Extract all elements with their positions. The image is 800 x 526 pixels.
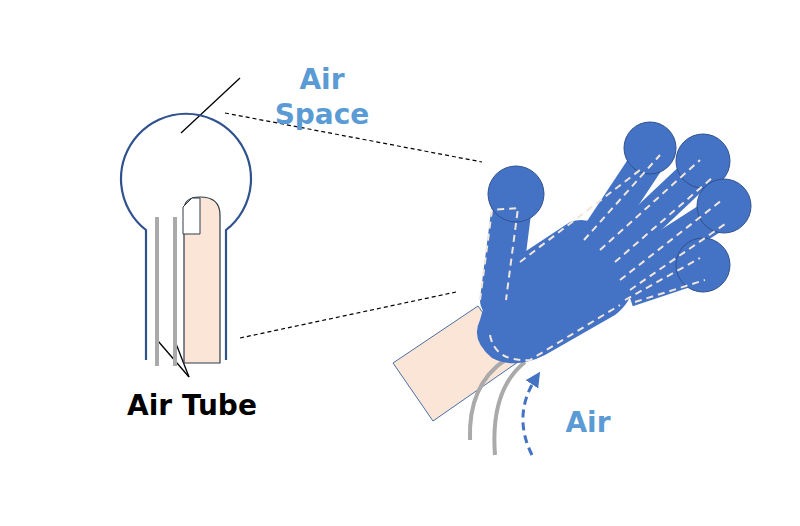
air-space-label: Air Space xyxy=(262,62,382,132)
finger xyxy=(184,197,220,363)
air-flow-arrow xyxy=(523,378,536,455)
air-tube xyxy=(494,362,525,455)
leader-line xyxy=(181,78,240,133)
glove-seam xyxy=(480,155,728,360)
glove xyxy=(477,122,751,363)
air-tube-label: Air Tube xyxy=(112,388,272,423)
air-tube xyxy=(173,217,177,366)
air-label: Air xyxy=(555,405,621,440)
fingernail xyxy=(183,198,200,234)
projection-line xyxy=(240,292,456,338)
air-tube xyxy=(155,217,159,366)
